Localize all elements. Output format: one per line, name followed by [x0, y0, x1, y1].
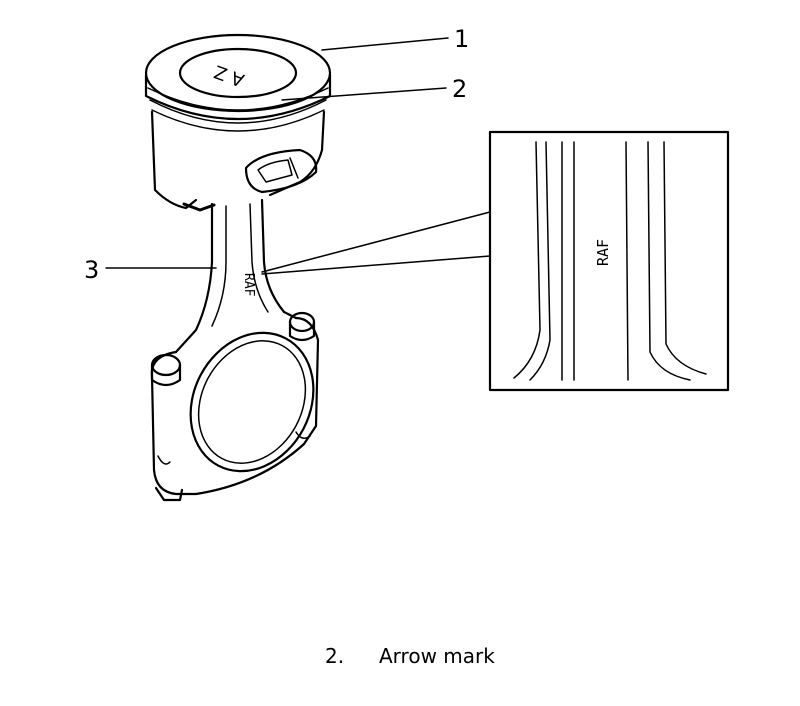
- rod-mark: RAF: [241, 273, 256, 297]
- connecting-rod: [150, 198, 320, 502]
- callout-2-leader: [281, 87, 447, 101]
- inset-leader-upper: [261, 211, 491, 273]
- figure-caption: 2. Arrow mark: [325, 644, 495, 668]
- caption-number: 2.: [325, 644, 345, 668]
- callout-1-leader: [321, 37, 449, 51]
- crown-mark: A Z: [211, 60, 247, 90]
- callout-1: 1: [454, 25, 469, 53]
- callout-2: 2: [452, 75, 467, 103]
- inset-detail: [488, 130, 730, 392]
- inset-mark: RAF: [594, 239, 612, 266]
- caption-text: Arrow mark: [379, 644, 495, 668]
- inset-leader-lower: [261, 255, 491, 275]
- piston: [144, 33, 332, 212]
- callout-3: 3: [84, 256, 99, 284]
